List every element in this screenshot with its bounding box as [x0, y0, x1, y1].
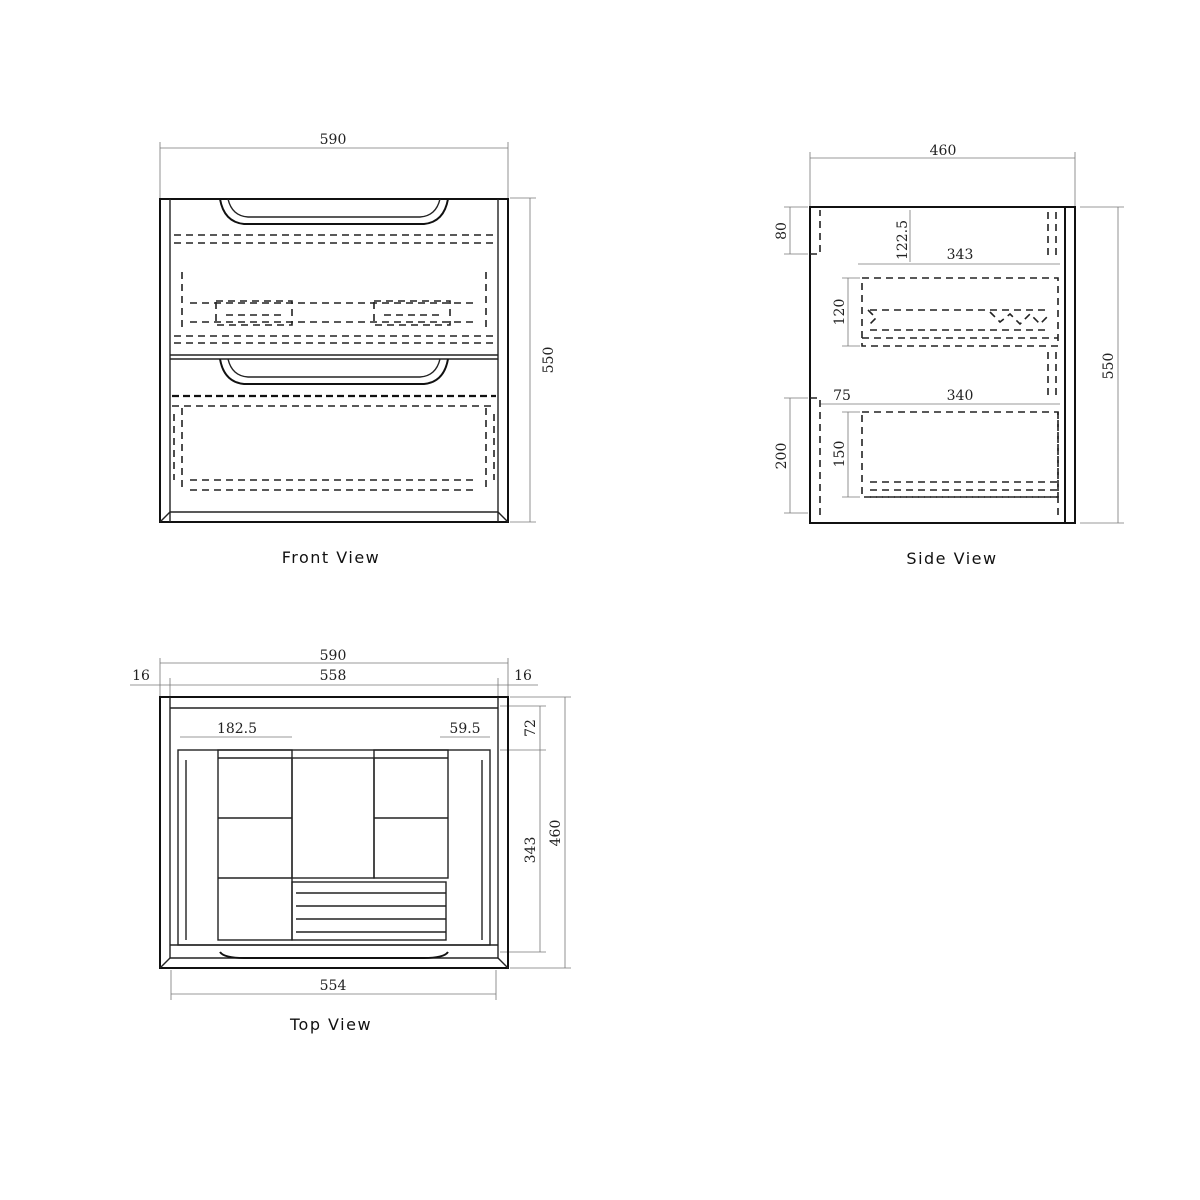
top-left-side-dimension: 16 [132, 668, 150, 684]
top-drawer-depth-dimension: 343 [523, 837, 539, 864]
top-left-section-dimension: 182.5 [217, 721, 257, 737]
top-view-caption: Top View [289, 1015, 372, 1034]
side-view: 460 550 80 122.5 343 120 75 340 200 150 … [774, 143, 1124, 568]
front-handle-cutouts [219, 198, 449, 385]
side-hidden-lines [810, 210, 1059, 520]
front-view: 590 550 [159, 132, 557, 567]
front-cabinet-body [159, 198, 509, 523]
side-upper-drawer-depth-dimension: 343 [947, 247, 974, 263]
side-lower-drawer-depth-dimension: 340 [947, 388, 974, 404]
top-inner-width-dimension: 558 [320, 668, 347, 684]
side-height-dimension: 550 [1101, 353, 1117, 380]
top-drawer-width-dimension: 554 [320, 978, 347, 994]
front-view-caption: Front View [282, 548, 381, 567]
side-upper-drawer-height-dimension: 120 [832, 299, 848, 326]
front-hidden-lines [172, 234, 496, 491]
side-cabinet-body [809, 206, 1076, 524]
side-dimension-lines [784, 152, 1124, 524]
front-height-dimension: 550 [541, 347, 557, 374]
front-width-dimension: 590 [320, 132, 347, 148]
top-overall-depth-dimension: 460 [548, 820, 564, 847]
top-dimension-lines [130, 658, 571, 1000]
top-overall-width-dimension: 590 [320, 648, 347, 664]
front-dimension-lines [159, 142, 536, 523]
top-rear-gap-dimension: 72 [523, 719, 539, 737]
top-view: 590 558 16 16 182.5 59.5 72 343 460 554 … [130, 648, 571, 1034]
side-lower-offset-dimension: 75 [833, 388, 851, 404]
top-cabinet-body [159, 696, 509, 969]
side-bottom-offset-dimension: 200 [774, 443, 790, 470]
side-depth-dimension: 460 [930, 143, 957, 159]
side-top-offset-dimension: 80 [774, 222, 790, 240]
top-drawer-organizer [217, 749, 449, 941]
top-right-side-dimension: 16 [514, 668, 532, 684]
side-drawer-inset-dimension: 122.5 [895, 220, 911, 260]
side-view-caption: Side View [906, 549, 997, 568]
top-right-section-dimension: 59.5 [449, 721, 480, 737]
side-lower-drawer-height-dimension: 150 [832, 441, 848, 468]
